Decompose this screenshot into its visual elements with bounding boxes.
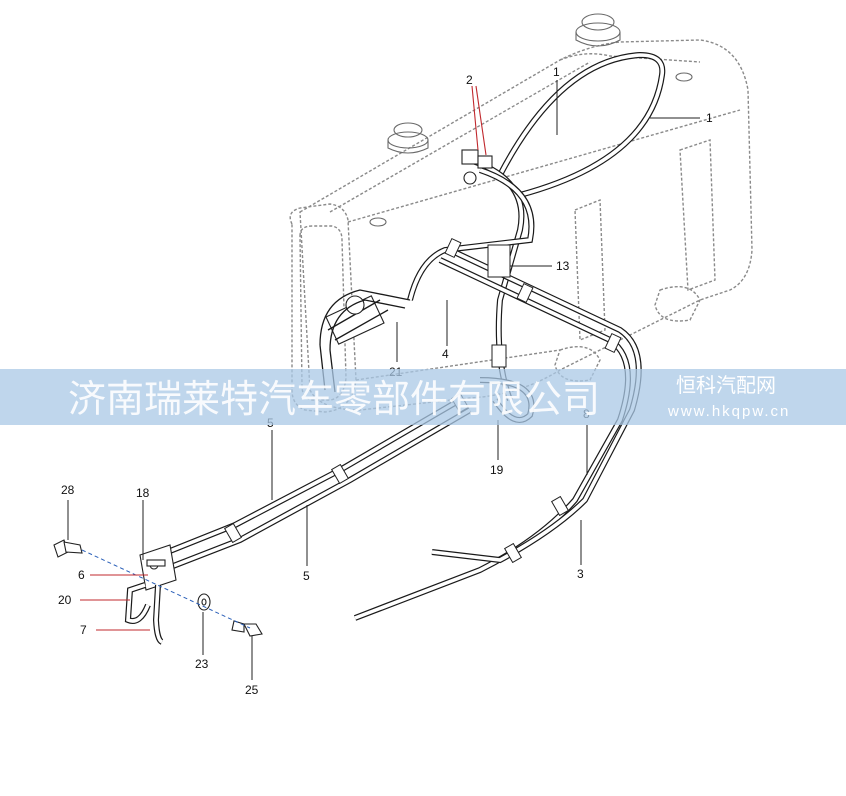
callout-6: 6	[78, 568, 85, 582]
bolt-25	[231, 620, 263, 637]
callout-1-right: 1	[706, 111, 713, 125]
filler-cap-middle	[387, 122, 429, 154]
callout-23: 23	[195, 657, 209, 671]
callout-13: 13	[556, 259, 570, 273]
callout-1-top: 1	[553, 65, 560, 79]
callout-25: 25	[245, 683, 259, 697]
hose-3-and-8	[353, 247, 642, 621]
callout-28: 28	[61, 483, 75, 497]
watermark-site-url: www.hkqpw.cn	[667, 403, 790, 420]
watermark-site-name: 恒科汽配网	[676, 374, 776, 397]
bolt-28	[53, 539, 83, 558]
watermark: 济南瑞莱特汽车零部件有限公司 恒科汽配网 www.hkqpw.cn	[0, 369, 846, 425]
callout-3: 3	[577, 567, 584, 581]
tank-plug	[675, 72, 693, 82]
hose-1-loops	[497, 51, 666, 198]
bracket-13	[487, 244, 511, 278]
washer-23	[197, 593, 211, 611]
callout-4: 4	[442, 347, 449, 361]
callout-5-lower: 5	[303, 569, 310, 583]
fitting-assembly	[124, 544, 177, 645]
callout-7: 7	[80, 623, 87, 637]
callout-19: 19	[490, 463, 504, 477]
assembly-axis-line	[81, 549, 251, 629]
callout-20: 20	[58, 593, 72, 607]
filler-cap-top	[575, 13, 621, 47]
fitting-block-6	[139, 544, 177, 591]
tank-plug	[369, 217, 387, 227]
callout-2: 2	[466, 73, 473, 87]
fuel-sender-unit	[325, 295, 389, 345]
leader-lines	[67, 80, 700, 680]
bracket-lower	[491, 344, 507, 368]
hose-5-pair	[158, 397, 472, 571]
watermark-company: 济南瑞莱特汽车零部件有限公司	[68, 379, 600, 421]
watermark-band	[0, 369, 846, 425]
callout-18: 18	[136, 486, 150, 500]
connectors-2	[461, 149, 493, 185]
